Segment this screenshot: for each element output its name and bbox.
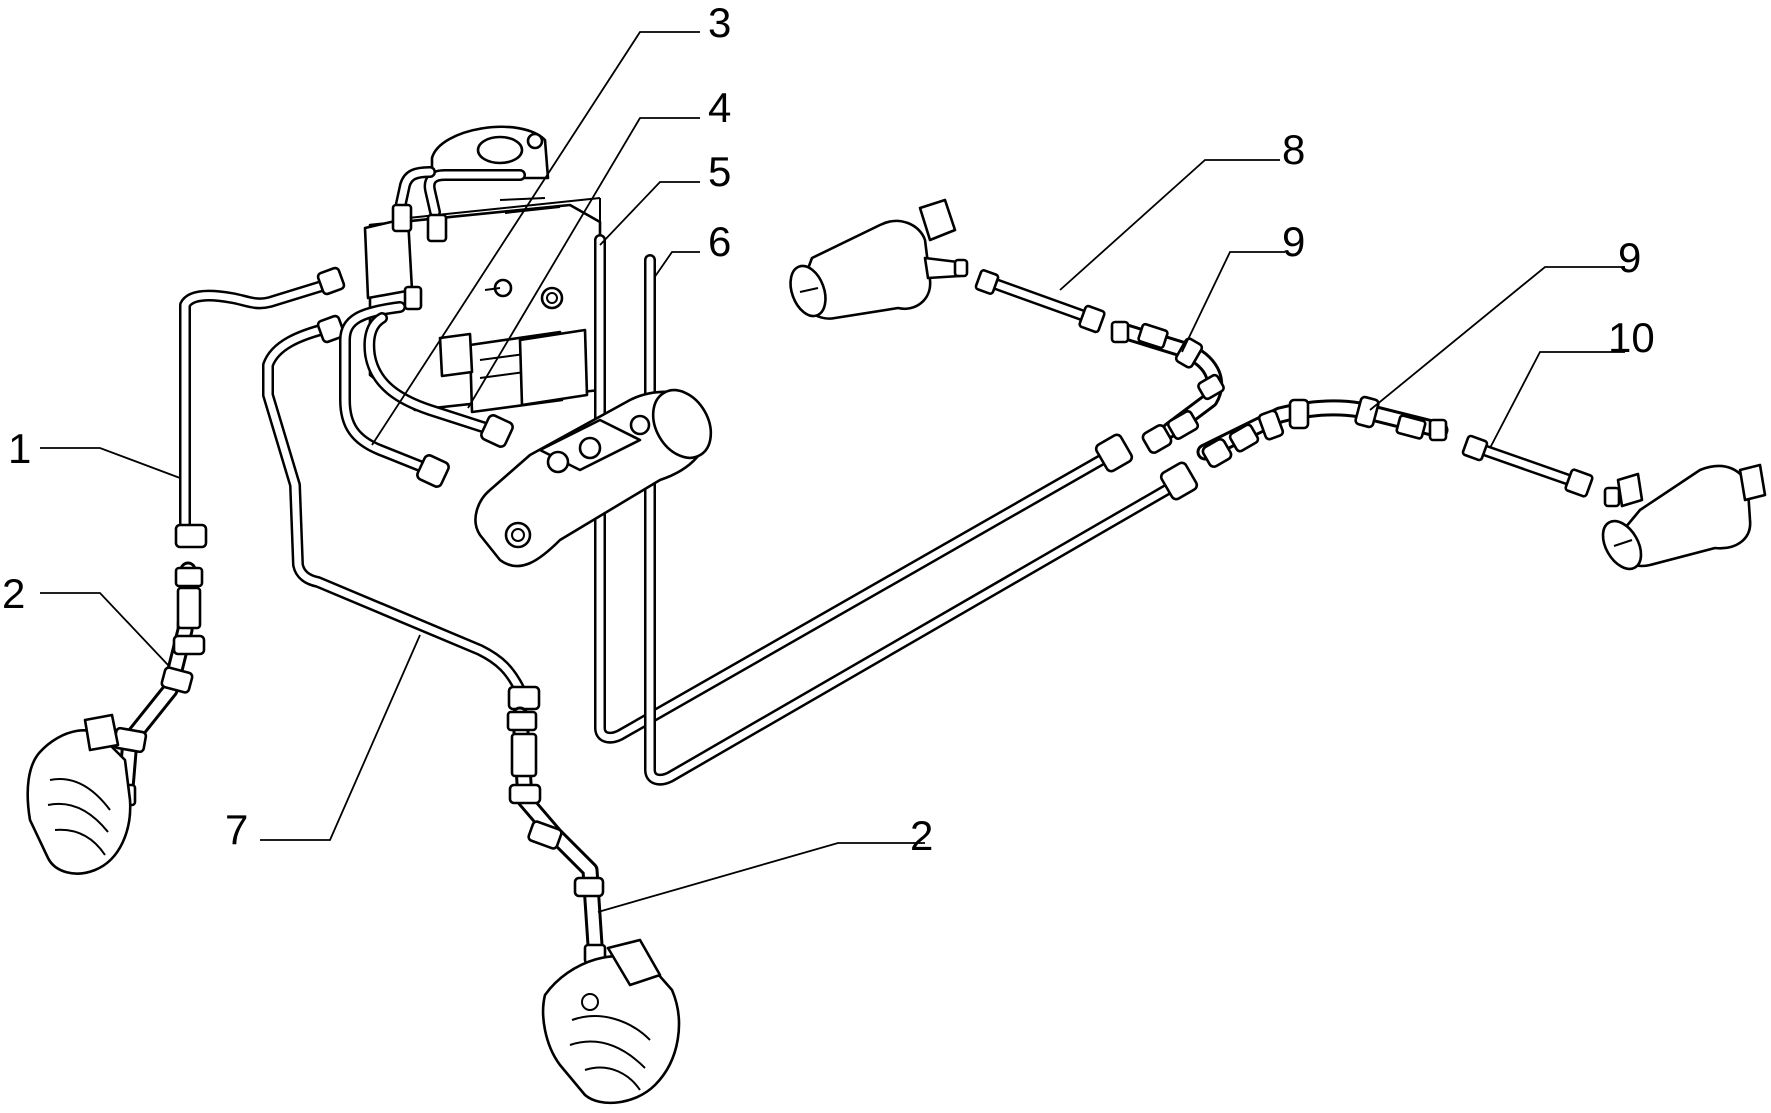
front-caliper-right — [541, 938, 681, 1105]
abs-hydraulic-unit — [363, 125, 602, 414]
pipe-8 — [974, 269, 1106, 334]
callout-8: 8 — [1282, 126, 1305, 173]
leader-lines — [40, 31, 1625, 913]
pipe-1 — [174, 266, 346, 549]
callout-10: 10 — [1608, 314, 1655, 361]
callout-labels: 1 2 3 4 5 6 7 8 9 2 9 10 — [2, 0, 1655, 859]
pipe-3 — [339, 301, 450, 488]
rear-wheel-cylinder-left — [789, 198, 969, 320]
pipe-5 — [594, 234, 1134, 744]
callout-1: 1 — [8, 425, 31, 472]
pipe-4 — [363, 312, 514, 448]
pipe-6 — [644, 254, 1199, 786]
callout-6: 6 — [708, 218, 731, 265]
pipe-7 — [262, 314, 541, 711]
callout-2-left: 2 — [2, 570, 25, 617]
rear-hose-right — [1196, 395, 1449, 468]
callout-9-right: 9 — [1618, 234, 1641, 281]
callout-2-right: 2 — [910, 812, 933, 859]
callout-3: 3 — [708, 0, 731, 46]
rear-wheel-cylinder-right — [1601, 463, 1767, 571]
front-hose-left — [112, 561, 206, 818]
master-cylinder — [474, 388, 713, 568]
callout-4: 4 — [708, 84, 731, 131]
front-hose-right — [506, 706, 607, 965]
callout-5: 5 — [708, 148, 731, 195]
callout-7: 7 — [225, 806, 248, 853]
pipe-10 — [1461, 434, 1594, 498]
front-caliper-left — [26, 713, 132, 875]
callout-9-left: 9 — [1282, 218, 1305, 265]
rear-hose-left — [1110, 320, 1225, 454]
